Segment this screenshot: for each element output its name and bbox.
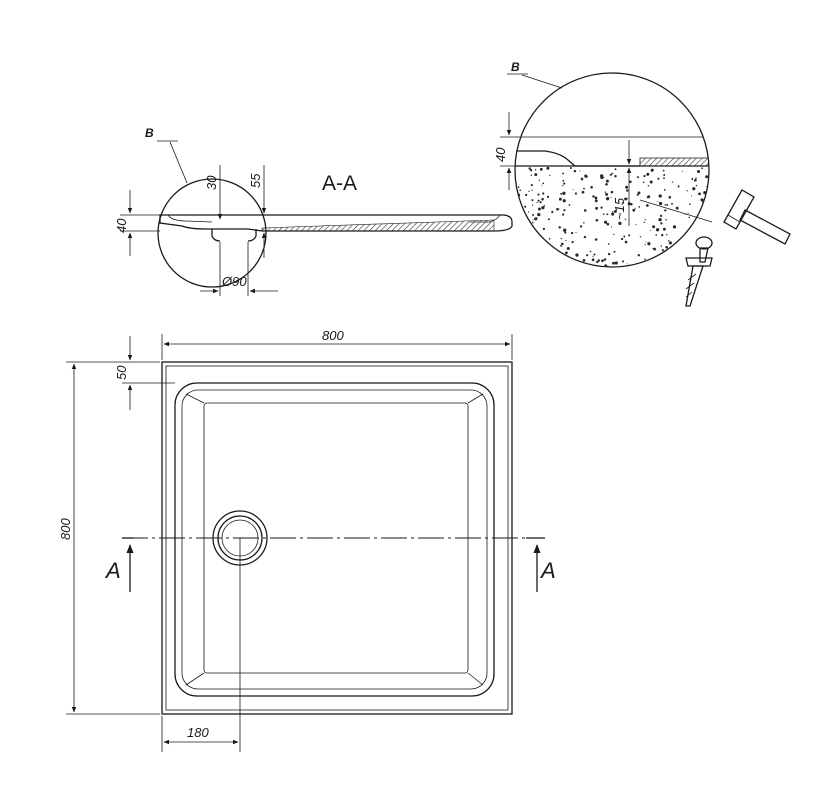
dim-50-label: 50 xyxy=(114,365,129,380)
detail-dim-15-label: ~15 xyxy=(612,197,627,220)
section-title: A-A xyxy=(322,172,357,195)
callout-b-leader xyxy=(169,141,188,184)
tray-profile xyxy=(159,214,513,232)
tray-section-hatch xyxy=(639,157,709,167)
dim-800-length-label: 800 xyxy=(58,518,73,540)
basin-rim xyxy=(181,389,488,690)
detail-b-circle xyxy=(514,72,710,268)
basin-corner-bl xyxy=(185,672,205,686)
concrete-screed xyxy=(515,166,709,267)
dim-90-label: Ø90 xyxy=(221,274,247,289)
tray-rim-inner-left xyxy=(167,214,213,223)
dim-40-label: 40 xyxy=(114,218,129,233)
basin-outer-edge xyxy=(174,382,495,697)
dim-55-label: 55 xyxy=(248,173,263,188)
basin-corner-br xyxy=(467,672,484,686)
detail-leader-hammer xyxy=(639,199,713,223)
detail-b-leader xyxy=(521,74,563,89)
detail-b-label: B xyxy=(511,60,520,74)
callout-b-label: B xyxy=(145,126,154,140)
dim-180-label: 180 xyxy=(187,725,209,740)
tray-profile-detail xyxy=(515,150,640,167)
drain-outlet xyxy=(211,229,257,242)
dim-30-label: 30 xyxy=(204,175,219,190)
section-view: B 40 30 55 Ø90 A-A xyxy=(114,126,513,296)
detail-dim-40-label: 40 xyxy=(493,147,508,162)
hammer-icon xyxy=(723,189,791,245)
dim-800-width-label: 800 xyxy=(322,328,344,343)
basin-corner-tr xyxy=(467,393,484,404)
detail-b-view: B 40 ~15 xyxy=(493,60,791,307)
section-mark-right: A xyxy=(539,558,556,583)
basin-corner-tl xyxy=(185,393,205,404)
plan-view: A A 800 800 50 180 xyxy=(58,328,556,752)
tray-cross-hatch xyxy=(261,219,495,232)
anchor-screw-icon xyxy=(685,236,713,307)
section-mark-left: A xyxy=(104,558,121,583)
